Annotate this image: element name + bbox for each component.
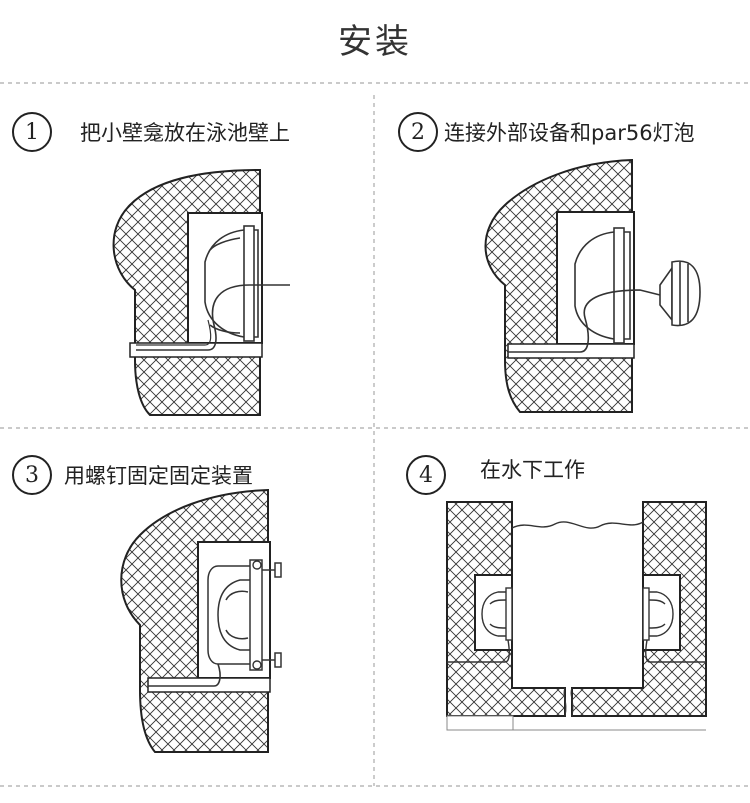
step-4-label: 4 在水下工作: [406, 455, 585, 495]
screw-icon: [252, 560, 262, 670]
step-text: 连接外部设备和par56灯泡: [444, 121, 695, 145]
panel-2-diagram: [484, 158, 701, 413]
niche-housing: [204, 225, 259, 342]
water-surface: [511, 521, 644, 529]
left-lamp: [481, 587, 513, 641]
step-3-label: 3 用螺钉固定固定装置: [12, 455, 253, 495]
right-lamp: [642, 587, 674, 641]
fixture-assembly: [207, 559, 282, 671]
cable: [136, 284, 290, 351]
par56-lamp: [659, 260, 701, 327]
step-1-label: 1 把小壁龛放在泳池壁上: [12, 112, 290, 152]
pipe-channel: [147, 677, 271, 693]
pipe-channel: [507, 343, 635, 359]
right-wall: [571, 501, 707, 717]
niche-housing: [574, 227, 631, 344]
step-number-badge: 1: [12, 112, 52, 152]
step-text: 在水下工作: [480, 458, 585, 482]
step-number-badge: 2: [398, 112, 438, 152]
step-2-label: 2 连接外部设备和par56灯泡: [398, 112, 695, 152]
panel-3-diagram: [120, 488, 282, 753]
step-number-badge: 4: [406, 455, 446, 495]
step-number-badge: 3: [12, 455, 52, 495]
grid-dividers: [0, 82, 750, 787]
base-slab: [446, 715, 514, 731]
cable: [148, 663, 221, 687]
cable: [508, 289, 661, 353]
panel-1-diagram: [112, 168, 290, 416]
page-title: 安装: [338, 22, 412, 62]
panel-4-diagram: [446, 501, 707, 731]
step-text: 用螺钉固定固定装置: [64, 464, 253, 488]
step-text: 把小壁龛放在泳池壁上: [80, 121, 290, 145]
